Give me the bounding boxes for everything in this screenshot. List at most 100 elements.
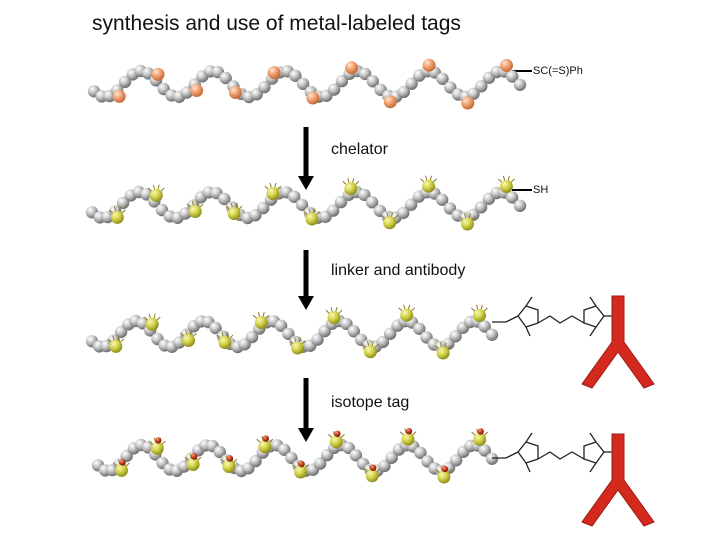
polymer-bead — [436, 193, 449, 206]
polymer-bead — [513, 78, 527, 92]
chelator-group — [365, 469, 379, 483]
step-label-linker-antibody: linker and antibody — [331, 262, 466, 279]
chelator-group — [188, 205, 202, 218]
antibody-icon — [581, 433, 655, 527]
polymer-bead — [449, 330, 462, 343]
polymer-bead — [349, 449, 363, 462]
polymer-bead — [335, 74, 349, 88]
step-label-isotope-tag: isotope tag — [331, 394, 410, 411]
step-label-chelator: chelator — [331, 141, 388, 158]
chelator-group — [329, 435, 343, 449]
polymer-bead — [450, 454, 463, 467]
pendant-group — [151, 67, 165, 81]
polymer-bead — [289, 69, 302, 83]
polymer-bead — [414, 446, 427, 459]
polymer-bead — [397, 206, 410, 220]
polymer-bead — [179, 207, 192, 220]
polymer-bead — [485, 452, 499, 465]
pendant-group — [306, 91, 320, 105]
maleimide-linker-structure — [492, 432, 612, 473]
polymer-bead — [218, 192, 231, 206]
polymer-bead — [278, 443, 291, 456]
chelator-group — [473, 309, 486, 322]
polymer-bead — [285, 451, 298, 465]
metal-isotope — [405, 428, 413, 435]
polymer-bead — [257, 201, 270, 215]
metal-isotope — [334, 430, 341, 437]
polymer-bead — [358, 67, 372, 81]
antibody-icon — [581, 295, 655, 389]
polymer-bead — [347, 325, 360, 338]
polymer-bead — [474, 201, 488, 214]
pendant-group — [422, 58, 436, 72]
linker-antibody-row4 — [492, 432, 655, 527]
polymer-bead — [478, 320, 491, 333]
polymer-bead — [258, 80, 271, 94]
chelator-group — [461, 217, 474, 231]
chelator-group — [115, 463, 128, 477]
polymer-bead — [413, 322, 426, 335]
polymer-bead — [296, 77, 310, 91]
polymer-bead — [249, 209, 262, 222]
pendant-group — [500, 59, 513, 72]
chelator-group — [110, 210, 124, 224]
metal-isotope — [441, 465, 449, 473]
metal-isotope — [370, 464, 377, 471]
polymer-bead — [385, 451, 398, 464]
polymer-bead — [180, 86, 194, 99]
polymer-bead — [366, 75, 379, 88]
polymer-bead — [313, 457, 327, 470]
polymer-bead — [274, 319, 288, 332]
polymer-bead — [249, 454, 262, 468]
chelator-group — [327, 311, 341, 325]
polymer-bead — [506, 191, 519, 204]
chelator-group — [363, 345, 377, 359]
polymer-bead — [397, 85, 410, 99]
pendant-group — [267, 66, 281, 80]
metal-isotope — [155, 437, 162, 444]
polymer-bead — [358, 188, 371, 202]
metal-isotope — [298, 460, 305, 468]
polymer-bead — [475, 80, 488, 93]
polymer-bead — [116, 196, 130, 210]
chelator-group — [186, 458, 200, 471]
pendant-group — [228, 86, 242, 99]
polymer-bead — [334, 195, 348, 209]
polymer-bead — [378, 459, 391, 473]
chelator-group — [145, 317, 159, 331]
metal-isotope — [262, 435, 269, 442]
polymer-bead — [506, 70, 519, 83]
chelator-group — [294, 465, 308, 479]
chelator-group — [149, 188, 163, 202]
chelator-group — [227, 207, 241, 220]
linker-antibody-row3 — [492, 295, 655, 389]
polymer-bead — [436, 72, 449, 86]
metal-isotope — [226, 455, 234, 462]
polymer-bead — [209, 321, 222, 335]
chelator-group — [499, 180, 513, 193]
polymer-bead — [118, 75, 132, 89]
reaction-arrow-2 — [298, 250, 314, 310]
chelator-group — [422, 179, 436, 193]
polymer-chains — [85, 58, 527, 484]
polymer-bead — [327, 83, 341, 96]
polymer-bead — [384, 327, 397, 340]
chelator-group — [109, 339, 123, 353]
polymer-bead — [245, 330, 259, 344]
end-group-label-row2: SH — [533, 184, 549, 196]
chelator-group — [182, 334, 195, 347]
pendant-group — [112, 89, 126, 103]
chelator-group — [266, 187, 280, 201]
pendant-group — [461, 96, 475, 110]
chelator-group — [344, 182, 358, 196]
polymer-bead — [376, 335, 390, 349]
polymer-bead — [513, 199, 527, 212]
chelator-group — [218, 336, 232, 349]
polymer-bead — [405, 77, 418, 90]
polymer-bead — [467, 87, 480, 101]
slide-title: synthesis and use of metal-labeled tags — [92, 12, 461, 35]
polymer-bead — [485, 328, 499, 341]
polymer-bead — [219, 71, 232, 85]
pendant-group — [190, 84, 204, 97]
